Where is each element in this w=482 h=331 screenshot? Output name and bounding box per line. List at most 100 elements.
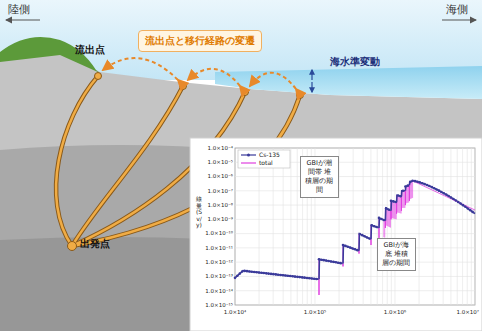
plot-line xyxy=(353,148,354,305)
plot-marker xyxy=(311,277,314,280)
plot-marker xyxy=(433,187,436,190)
plot-marker xyxy=(344,245,347,248)
plot-marker xyxy=(428,185,431,188)
sea-level-label: 海水準変動 xyxy=(330,56,380,68)
plot-line xyxy=(235,290,475,291)
side-label: 陸側 xyxy=(8,4,30,17)
plot-marker xyxy=(320,258,323,261)
plot-marker xyxy=(313,277,316,280)
plot-line xyxy=(403,191,404,208)
plot-marker xyxy=(291,275,294,278)
plot-marker xyxy=(371,224,374,227)
plot-marker xyxy=(443,192,446,195)
node-text: 流出点と移行経路の変遷 xyxy=(145,34,255,48)
plot-marker xyxy=(277,273,280,276)
plot-line xyxy=(393,201,394,218)
plot-marker xyxy=(471,211,474,214)
plot-marker xyxy=(243,270,246,273)
plot-line xyxy=(290,148,291,305)
side-label: 海側 xyxy=(446,4,468,17)
plot-marker xyxy=(270,273,273,276)
plot-curve xyxy=(359,234,371,251)
plot-marker xyxy=(306,277,309,280)
plot-line xyxy=(433,148,434,305)
plot-marker xyxy=(373,225,376,228)
point-label: 出発点 xyxy=(80,238,110,250)
plot-marker xyxy=(423,183,426,186)
plot-marker xyxy=(323,259,326,262)
plot-line xyxy=(235,219,475,220)
plot-marker xyxy=(258,271,261,274)
plot-line xyxy=(283,148,284,305)
plot-marker xyxy=(421,182,424,185)
plot-line xyxy=(404,191,405,208)
plot-line xyxy=(443,148,444,305)
plot-marker xyxy=(351,247,354,250)
plot-curve xyxy=(409,181,475,214)
plot-line xyxy=(410,182,411,199)
plot-marker xyxy=(459,202,462,205)
plot-line xyxy=(412,181,413,198)
plot-line xyxy=(384,220,385,237)
plot-marker xyxy=(407,184,410,187)
plot-marker xyxy=(318,258,321,261)
plot-marker xyxy=(241,270,244,273)
tick-label: 1.0×10⁷ xyxy=(456,309,479,315)
plot-marker xyxy=(354,248,357,251)
plot-line xyxy=(471,148,472,305)
plot-marker xyxy=(289,275,292,278)
tick-label: 1.0×10⁻¹³ xyxy=(205,273,233,279)
legend-sample xyxy=(241,162,256,163)
plot-marker xyxy=(342,244,345,247)
plot-line xyxy=(398,196,399,213)
plot-line xyxy=(363,148,364,305)
tick-label: 1.0×10⁶ xyxy=(384,309,407,315)
legend-text: total xyxy=(259,160,273,167)
plot-marker xyxy=(445,193,448,196)
plot-line xyxy=(475,148,476,305)
tick-label: 1.0×10⁻⁶ xyxy=(208,173,233,179)
plot-marker xyxy=(287,274,290,277)
axis-title: 線量(Sv/y) xyxy=(196,196,202,229)
plot-marker xyxy=(402,190,405,193)
tick-label: 1.0×10⁻⁴ xyxy=(208,145,233,151)
plot-line xyxy=(235,176,475,177)
plot-marker xyxy=(294,275,297,278)
plot-marker xyxy=(447,195,450,198)
plot-line xyxy=(235,233,475,234)
plot-marker xyxy=(462,204,465,207)
plot-marker xyxy=(390,199,393,202)
tick-label: 1.0×10⁻¹⁰ xyxy=(205,230,233,236)
plot-marker xyxy=(325,259,328,262)
plot-curve xyxy=(235,271,319,280)
plot-marker xyxy=(440,191,443,194)
plot-marker xyxy=(404,185,407,188)
plot-line xyxy=(467,148,468,305)
plot-marker xyxy=(378,217,381,220)
plot-line xyxy=(457,148,458,305)
plot-marker xyxy=(251,270,254,273)
plot-marker xyxy=(416,180,419,183)
plot-line xyxy=(235,262,475,263)
plot-marker xyxy=(435,188,438,191)
tick-label: 1.0×10⁻⁹ xyxy=(208,216,233,222)
legend-text: Cs-135 xyxy=(259,152,280,159)
plot-marker xyxy=(419,181,422,184)
plot-marker xyxy=(349,246,352,249)
node-text: GBIが海底 堆積層の期間 xyxy=(382,241,411,268)
title-box: 流出点と移行経路の変遷 xyxy=(138,30,262,52)
plot-line xyxy=(406,186,407,203)
point-label: 流出点 xyxy=(75,44,105,56)
plot-marker xyxy=(265,272,268,275)
plot-line xyxy=(382,148,383,305)
plot-marker xyxy=(464,205,467,208)
plot-marker xyxy=(337,261,340,264)
plot-line xyxy=(403,191,404,208)
plot-marker xyxy=(301,276,304,279)
plot-marker xyxy=(455,199,458,202)
plot-line xyxy=(235,205,475,206)
plot-line xyxy=(395,148,396,305)
plot-marker xyxy=(327,260,330,263)
plot-marker xyxy=(275,273,278,276)
plot-line xyxy=(391,148,392,305)
